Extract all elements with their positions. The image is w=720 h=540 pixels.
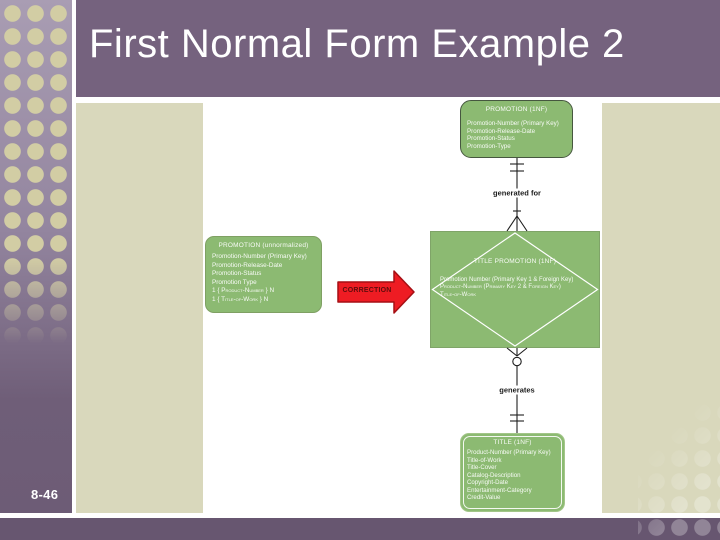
title-bar: First Normal Form Example 2 (76, 0, 720, 97)
attribute-line: Promotion-Status (467, 135, 515, 143)
red-arrow-icon (337, 270, 415, 314)
slide-title: First Normal Form Example 2 (89, 22, 625, 66)
correction-label: CORRECTION (342, 287, 392, 294)
attribute-line: Product-Number (Primary Key) (467, 449, 551, 456)
attribute-line: Copyright-Date (467, 479, 508, 486)
crow-foot-icon (506, 215, 518, 232)
attribute-list: Promotion-Number (Primary Key)Promotion-… (206, 253, 321, 305)
attribute-line: Title-of-Work (467, 456, 502, 464)
attribute-line: Title-of-Work (440, 291, 476, 298)
correction-arrow-icon: CORRECTION (336, 264, 418, 316)
optional-circle-icon (512, 356, 522, 367)
relationship-label-generated-for: generated for (491, 188, 543, 198)
attribute-line: Entertainment-Category (467, 486, 532, 494)
crow-foot-icon (506, 347, 518, 357)
attribute-list: Promotion Number (Primary Key 1 & Foreig… (440, 277, 598, 299)
entity-title: PROMOTION (1NF) (485, 106, 548, 113)
sidebar-dot-pattern (0, 0, 72, 513)
entity-title: TITLE (1NF) (493, 439, 532, 446)
page-number: 8-46 (31, 487, 59, 502)
relationship-label-generates: generates (497, 385, 537, 395)
attribute-line: 1 { Title-of-Work } N (212, 295, 269, 303)
diagram-panel: PROMOTION (1NF) Promotion-Number (Primar… (203, 97, 602, 513)
attribute-line: Promotion Number (Primary Key 1 & Foreig… (440, 277, 574, 283)
attribute-line: Product-Number (Primary Key 2 & Foreign … (440, 284, 561, 291)
attribute-line: Promotion-Number (Primary Key) (212, 253, 307, 260)
entity-promotion-1nf: PROMOTION (1NF) Promotion-Number (Primar… (460, 100, 573, 158)
crow-foot-icon (516, 347, 528, 357)
attribute-list: Product-Number (Primary Key)Title-of-Wor… (461, 449, 564, 502)
attribute-line: Promotion-Release-Date (212, 261, 283, 269)
attribute-line: Catalog-Description (467, 471, 521, 479)
entity-promotion-unnormalized: PROMOTION (unnormalized) Promotion-Numbe… (205, 236, 322, 313)
attribute-list: Promotion-Number (Primary Key)Promotion-… (461, 120, 572, 150)
entity-title: PROMOTION (unnormalized) (218, 242, 309, 249)
sidebar-decoration (0, 0, 72, 513)
entity-title-1nf: TITLE (1NF) Product-Number (Primary Key)… (460, 433, 565, 512)
entity-title-promotion: TITLE PROMOTION (1NF) Promotion Number (… (430, 231, 600, 348)
entity-title: TITLE PROMOTION (1NF) (473, 258, 557, 265)
attribute-line: Promotion Type (212, 278, 257, 286)
attribute-line: Credit-Value (467, 494, 501, 501)
bottom-bar (0, 518, 720, 540)
diamond-icon (431, 232, 599, 347)
attribute-line: Promotion-Release-Date (467, 127, 536, 135)
attribute-line: 1 { Product-Number } N (212, 287, 275, 295)
attribute-line: Promotion-Number (Primary Key) (467, 120, 559, 127)
attribute-line: Title-Cover (467, 464, 497, 471)
attribute-line: Promotion-Type (467, 142, 511, 150)
crow-foot-icon (516, 215, 528, 232)
attribute-line: Promotion-Status (212, 270, 262, 278)
